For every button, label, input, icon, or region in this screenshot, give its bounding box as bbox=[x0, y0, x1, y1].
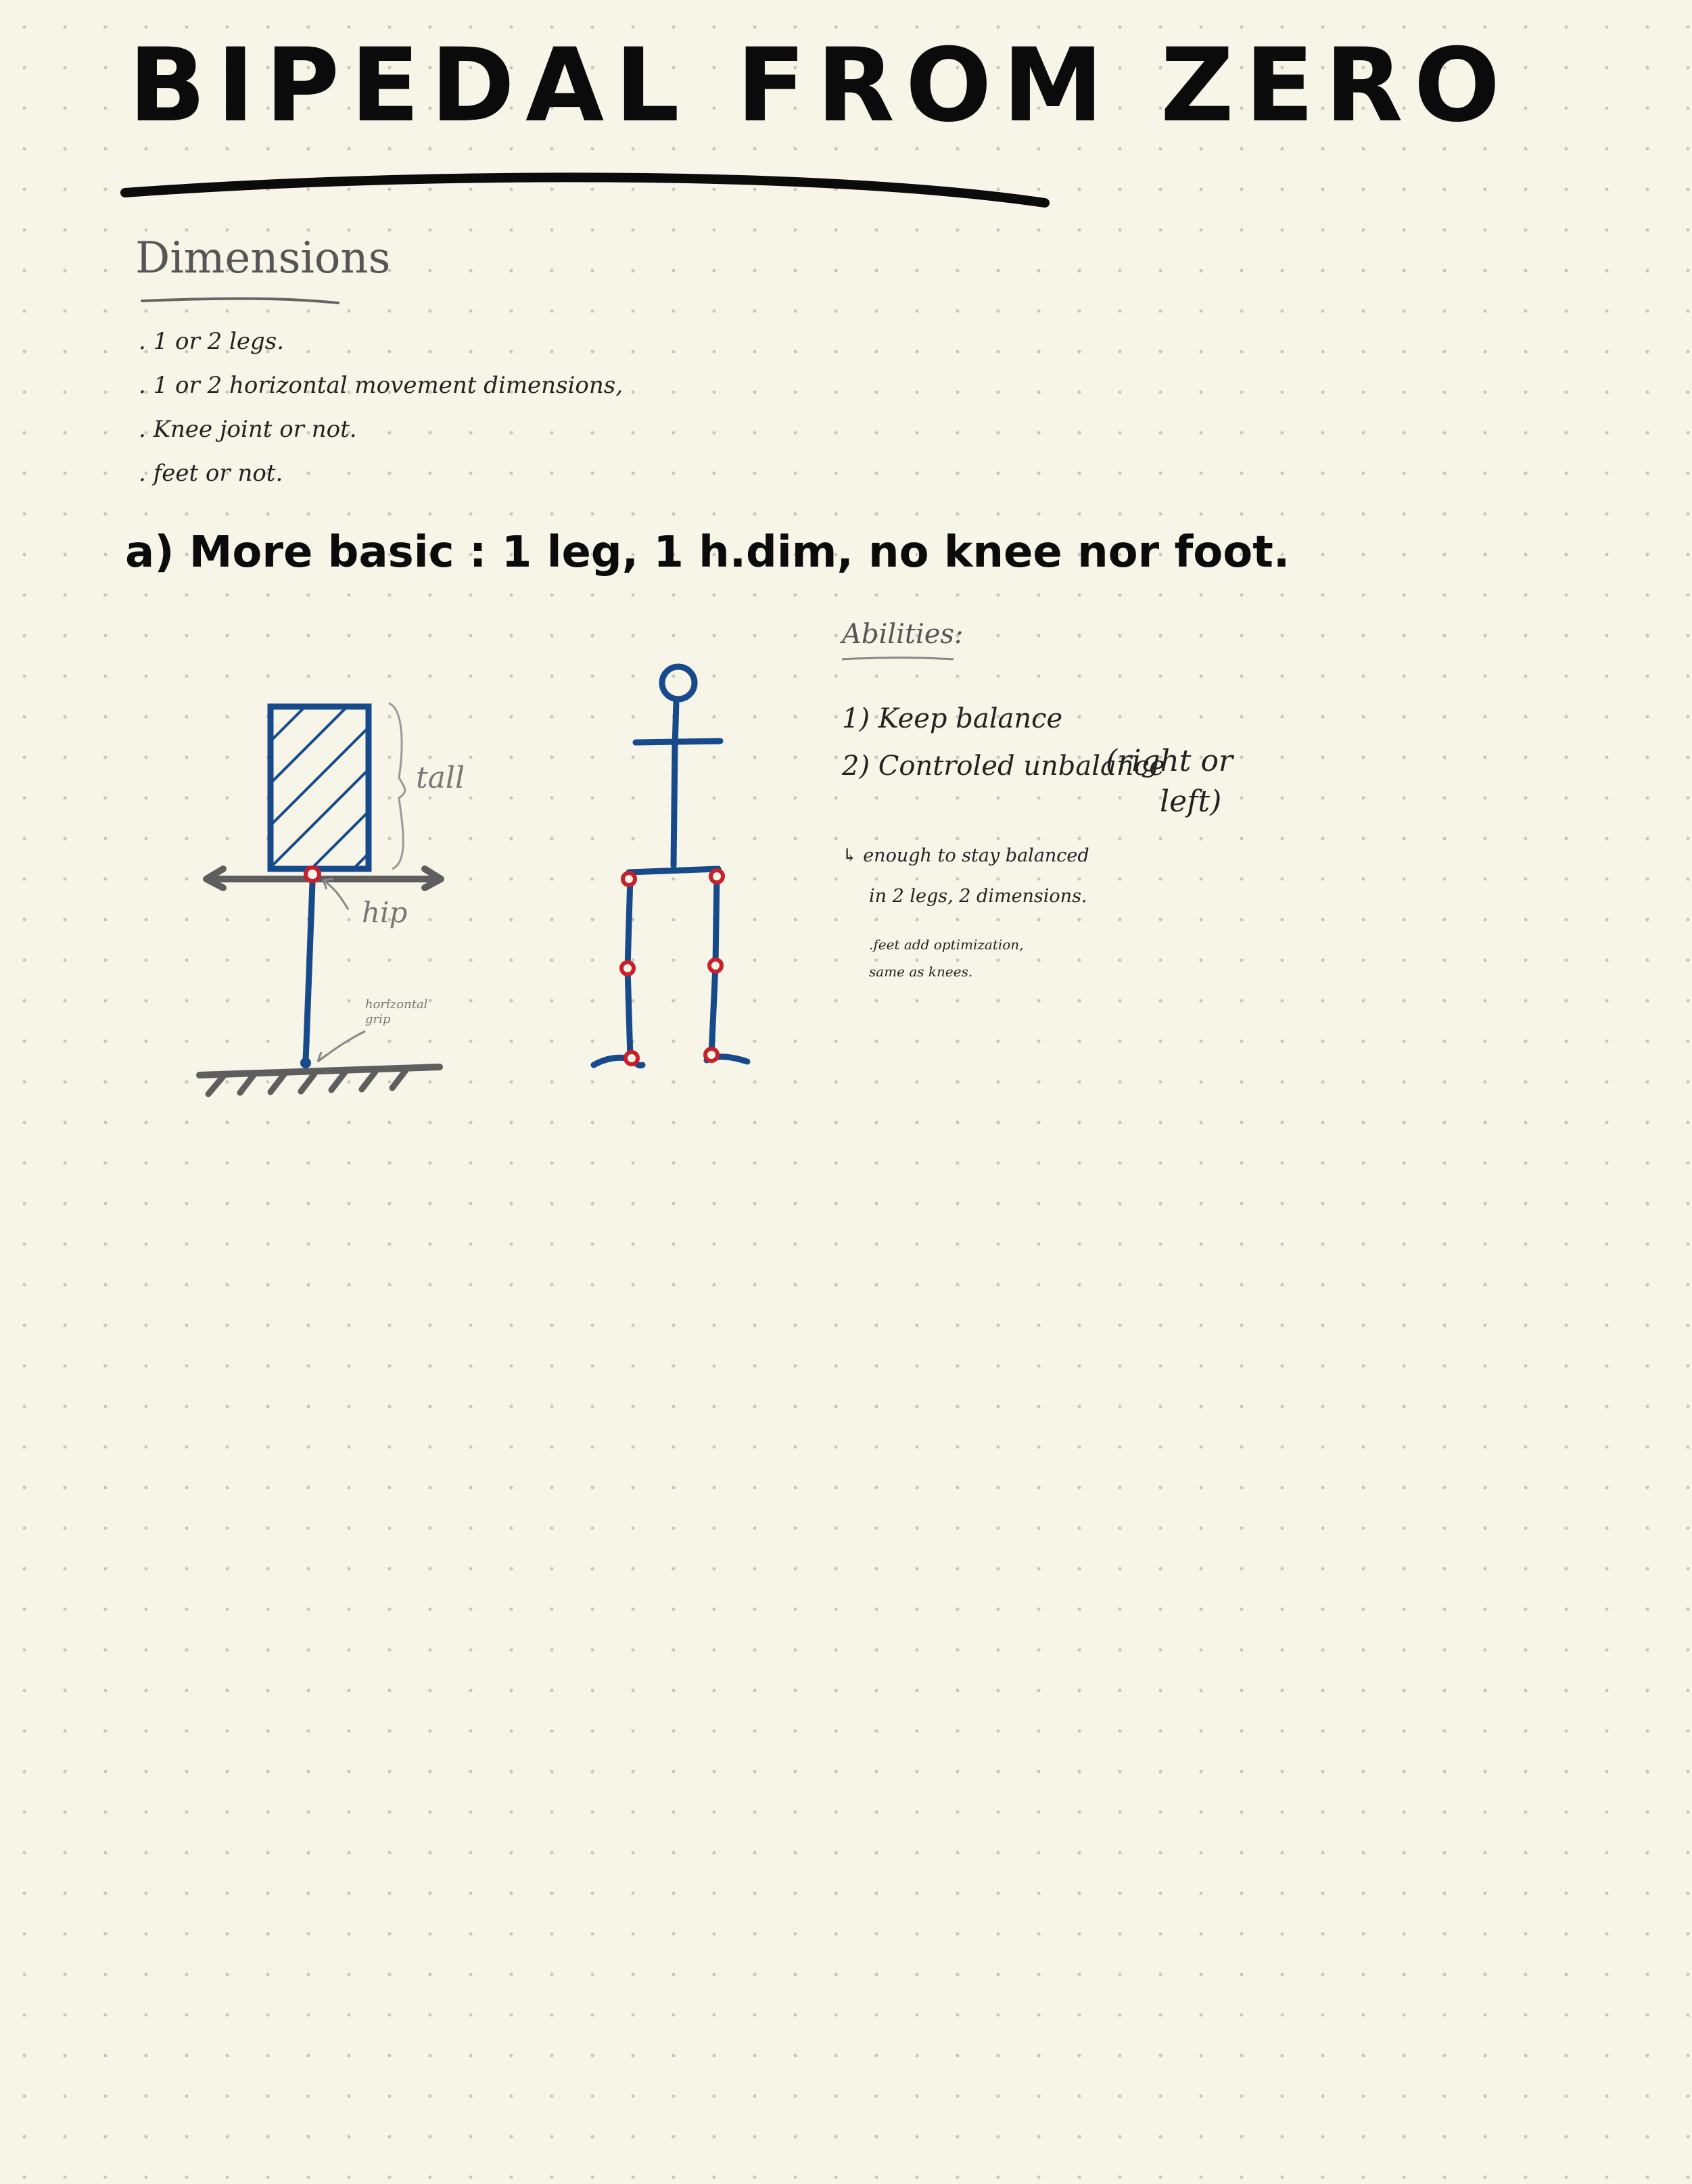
foot-point bbox=[300, 1058, 311, 1068]
left-knee-joint bbox=[619, 960, 636, 976]
right-hip-joint bbox=[709, 868, 725, 884]
ground-hatching bbox=[205, 1067, 409, 1097]
figure-left-shin bbox=[624, 965, 634, 1062]
stick-figure bbox=[590, 663, 751, 1069]
page-title: BIPEDAL FROM ZERO bbox=[128, 27, 1511, 145]
tall-label: tall bbox=[416, 761, 465, 795]
section-a-heading: a) More basic : 1 leg, 1 h.dim, no knee … bbox=[125, 527, 1290, 577]
title-underline bbox=[120, 172, 1050, 208]
dimensions-item: . Knee joint or not. bbox=[139, 416, 357, 443]
figure-arms bbox=[632, 738, 724, 746]
enough-note: ↳ enough to stay balanced bbox=[842, 845, 1089, 866]
right-ankle-joint bbox=[703, 1047, 720, 1063]
single-leg bbox=[302, 879, 316, 1065]
dimensions-item: . feet or not. bbox=[139, 460, 283, 487]
grip-arrow bbox=[316, 1030, 366, 1063]
ability-item: 1) Keep balance bbox=[842, 703, 1063, 734]
figure-joints bbox=[619, 868, 725, 1066]
right-knee-joint bbox=[707, 957, 724, 974]
grip-label: horizontal grip bbox=[365, 997, 428, 1026]
feet-note: same as knees. bbox=[869, 964, 973, 980]
rail-arrow-right bbox=[421, 865, 444, 891]
left-hip-joint bbox=[621, 871, 637, 887]
rail-arrow-left bbox=[203, 865, 227, 891]
left-ankle-joint bbox=[624, 1050, 640, 1066]
hip-label: hip bbox=[362, 896, 408, 929]
ability-paren-note: left) bbox=[1160, 784, 1222, 819]
dimensions-heading: Dimensions bbox=[135, 233, 391, 283]
figure-head bbox=[659, 663, 698, 703]
body-block bbox=[267, 703, 372, 872]
dimensions-underline bbox=[141, 297, 339, 304]
abilities-underline bbox=[841, 657, 954, 661]
ability-item: 2) Controled unbalance bbox=[842, 751, 1165, 782]
figure-pelvis bbox=[626, 865, 722, 876]
hip-arrow bbox=[322, 878, 350, 910]
ground-line bbox=[196, 1064, 443, 1078]
dimensions-item: . 1 or 2 legs. bbox=[139, 328, 285, 355]
ability-paren-note: (right or bbox=[1106, 744, 1233, 778]
feet-note: .feet add optimization, bbox=[869, 936, 1024, 953]
hip-joint bbox=[304, 865, 321, 883]
abilities-heading: Abilities: bbox=[842, 619, 964, 650]
figure-torso bbox=[670, 744, 678, 869]
tall-brace bbox=[388, 702, 406, 870]
dimensions-item: . 1 or 2 horizontal movement dimensions, bbox=[139, 372, 624, 399]
figure-right-shin bbox=[708, 962, 719, 1058]
figure-left-thigh bbox=[624, 873, 634, 972]
figure-right-thigh bbox=[712, 870, 720, 969]
enough-note: in 2 legs, 2 dimensions. bbox=[869, 886, 1087, 907]
